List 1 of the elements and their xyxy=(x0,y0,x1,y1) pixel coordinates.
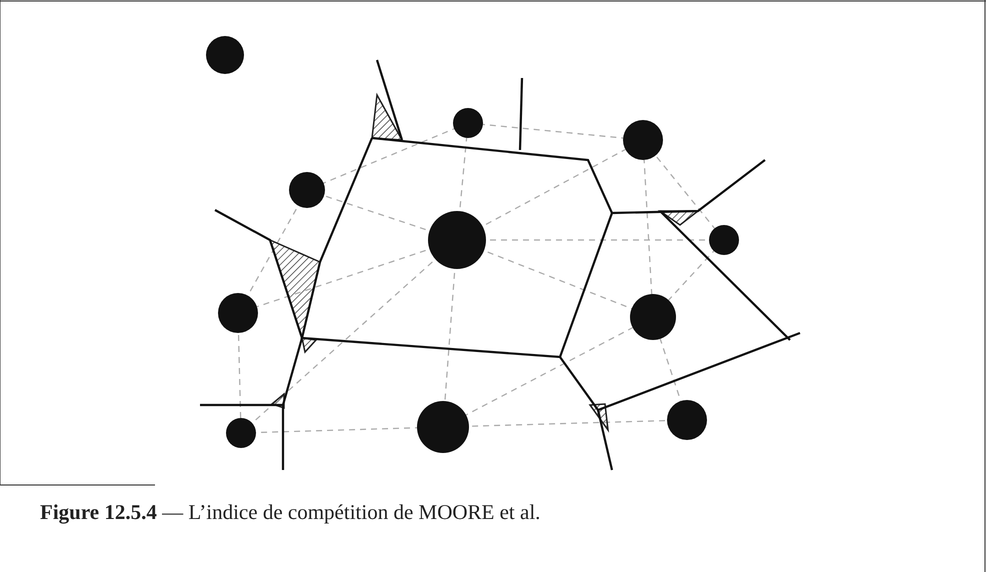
figure-caption: Figure 12.5.4 — L’indice de compétition de MOORE et al. xyxy=(40,500,540,525)
